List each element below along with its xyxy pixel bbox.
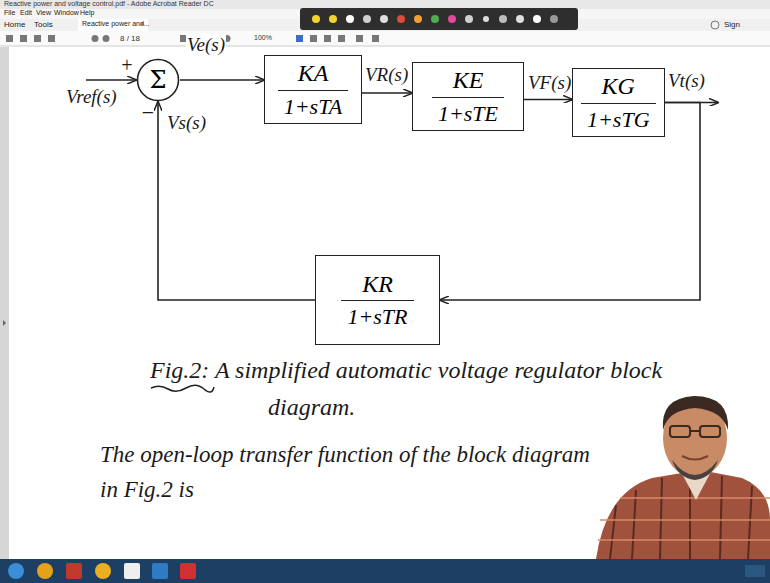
signal-connector <box>362 92 412 94</box>
window-title: Reactive power and voltage control.pdf -… <box>4 0 214 7</box>
help-icon <box>711 21 719 29</box>
signal-name: Ve(s) <box>186 34 226 56</box>
caption-underline <box>151 385 214 392</box>
side-arrow <box>3 320 6 326</box>
signal-name: Vt(s) <box>668 70 705 92</box>
tool-bar <box>0 31 770 46</box>
figure-caption: Fig.2: A simplified automatic voltage re… <box>150 352 738 426</box>
transfer-block: KE1+sTE <box>412 62 524 131</box>
transfer-block: KA1+sTA <box>264 55 362 124</box>
zoom-level: 100% <box>254 34 272 41</box>
sign-mark: − <box>140 100 155 126</box>
input-arrow <box>86 79 136 81</box>
title-bar <box>0 0 770 9</box>
divider <box>0 46 770 47</box>
tab-name: Home <box>4 20 25 29</box>
gain-numerator: KR <box>356 271 399 301</box>
signal-name: Vref(s) <box>66 86 117 108</box>
signal-connector <box>524 99 572 101</box>
tab-name: Reactive power and... <box>82 20 150 27</box>
transfer-block: KG1+sTG <box>572 68 665 137</box>
menu-item: Edit <box>20 9 32 16</box>
close-mark: × <box>140 19 145 28</box>
annotation-toolbar <box>300 8 578 30</box>
taskbar <box>0 559 770 583</box>
menu-item: Window <box>54 9 79 16</box>
menu-item: File <box>4 9 15 16</box>
body-text: The open-loop transfer function of the b… <box>100 438 590 507</box>
signal-name: Vs(s) <box>166 112 207 134</box>
sign-in: Sign <box>724 20 740 29</box>
menu-item: View <box>36 9 51 16</box>
time-constant-denominator: 1+sTR <box>341 300 413 329</box>
sum-symbol: Σ <box>150 68 167 92</box>
time-constant-denominator: 1+sTE <box>432 97 504 126</box>
signal-connector <box>180 79 264 81</box>
time-constant-denominator: 1+sTG <box>581 103 656 132</box>
page-number: 8 / 18 <box>120 34 140 43</box>
summing-junction: Σ <box>136 58 180 102</box>
menu-item: Help <box>80 9 94 16</box>
taskbar-icons <box>8 563 765 579</box>
signal-connector <box>158 102 315 300</box>
signal-name: VF(s) <box>527 72 572 94</box>
tab-name: Tools <box>34 20 53 29</box>
signal-name: VR(s) <box>364 64 409 86</box>
transfer-block: KR1+sTR <box>315 255 440 345</box>
gain-numerator: KA <box>292 60 335 90</box>
sign-mark: + <box>120 54 134 77</box>
annotation-tools <box>312 15 558 23</box>
time-constant-denominator: 1+sTA <box>278 90 348 119</box>
side-strip <box>0 47 9 559</box>
presenter-figure <box>596 396 770 559</box>
gain-numerator: KG <box>596 73 641 103</box>
gain-numerator: KE <box>447 67 490 97</box>
